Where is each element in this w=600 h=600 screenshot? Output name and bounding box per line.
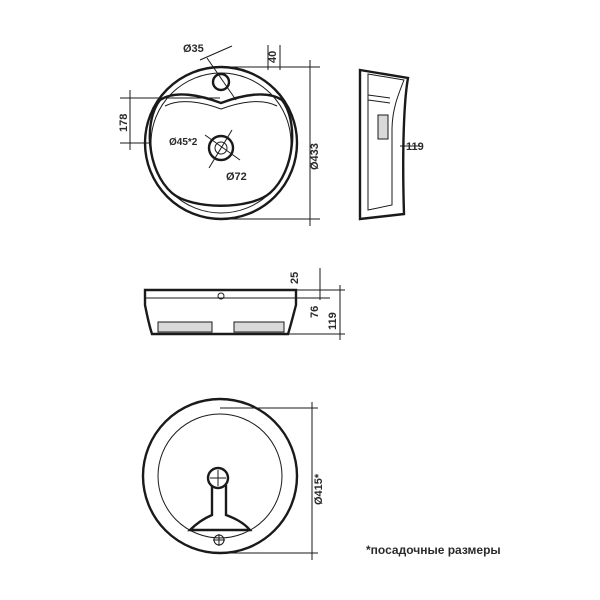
bowl-depth-front-label: 76: [309, 306, 321, 318]
drain-inner: [214, 141, 228, 155]
side-height-label: 119: [406, 141, 424, 153]
mounting-note: *посадочные размеры: [366, 543, 501, 557]
drain-diameter-label: Ø72: [226, 171, 247, 183]
side-profile-inner: [367, 73, 405, 211]
bottom-view: Ø415*: [141, 397, 325, 560]
bowl-inner-line: [164, 101, 278, 110]
rim-height-label: 25: [289, 272, 301, 284]
bottom-inner: [157, 413, 283, 539]
side-view: 119: [358, 68, 424, 221]
bowl-outline: [148, 93, 294, 207]
front-height-label: 119: [327, 312, 339, 330]
bowl-depth-label: 178: [118, 114, 130, 132]
bottom-drain: [206, 466, 230, 490]
overflow-diameter-label: Ø35: [183, 43, 204, 55]
outer-diameter-label: Ø433: [309, 143, 321, 170]
drain-outer: [207, 134, 235, 162]
overflow-hole: [211, 72, 231, 92]
side-profile-outer: [358, 68, 410, 221]
overflow-offset-label: 40: [267, 51, 279, 63]
top-view: Ø35 40 178 Ø45*2 Ø72 Ø433: [118, 43, 321, 226]
cutout-diameter-label: Ø415*: [313, 473, 325, 505]
front-view: 25 76 119: [143, 268, 345, 340]
overflow-channel: [187, 485, 253, 532]
drain-hole-label: Ø45*2: [169, 137, 198, 148]
